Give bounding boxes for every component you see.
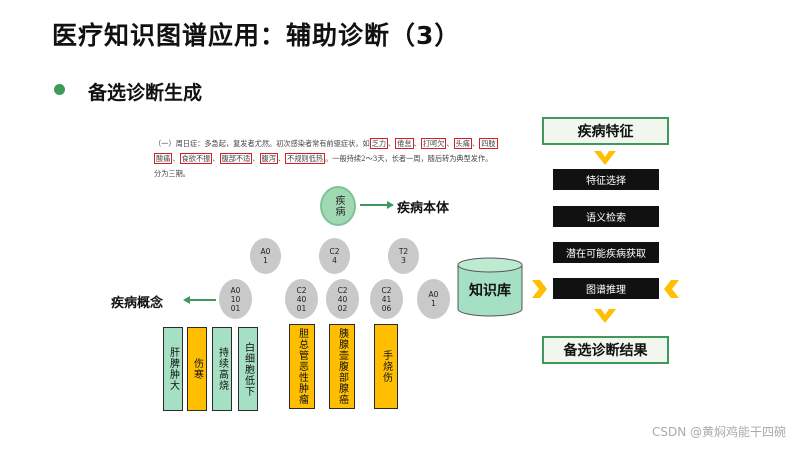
knowledge-base-label: 知识库 (469, 283, 511, 299)
highlight: 不规则低热 (285, 153, 326, 164)
result-box: 备选诊断结果 (542, 336, 669, 364)
concept-bar: 持续高烧 (212, 327, 232, 411)
step-box: 特征选择 (553, 169, 659, 190)
concept-bar: 胰腺壶腹部腺癌 (329, 324, 355, 409)
concept-arrow-head (183, 296, 190, 304)
section-subtitle: 备选诊断生成 (88, 82, 203, 104)
bullet-dot (54, 84, 65, 95)
para-line2-suffix: 。一般持续2～3天，长者一周，随后转为典型发作。 (325, 154, 493, 163)
root-arrow-head (387, 201, 394, 209)
highlight: 四肢 (479, 138, 498, 149)
graph-node: T23 (388, 238, 419, 274)
concept-label: 疾病概念 (111, 296, 164, 311)
highlight: 头痛 (453, 138, 472, 149)
page-title: 医疗知识图谱应用：辅助诊断（3） (52, 21, 461, 50)
concept-bar: 手烧伤 (374, 324, 398, 409)
feature-box: 疾病特征 (542, 117, 669, 145)
graph-node: A01 (417, 279, 450, 319)
graph-node: C24106 (370, 279, 403, 319)
step-box: 图谱推理 (553, 278, 659, 299)
para-line1-prefix: （一）周日症：多急起，复发者尤然。初次感染者常有前驱症状，如 (154, 139, 370, 148)
chevron-left-icon (664, 280, 679, 298)
highlight: 腹部不适 (219, 153, 253, 164)
chevron-down-icon (594, 151, 616, 165)
chevron-down-icon (594, 309, 616, 323)
graph-node: C24001 (285, 279, 318, 319)
step-box: 语义检索 (553, 206, 659, 227)
graph-node: C24 (319, 238, 350, 274)
highlight: 打呵欠 (420, 138, 447, 149)
knowledge-base-cylinder (457, 257, 523, 317)
chevron-right-icon (532, 280, 547, 298)
highlight: 腹泻 (259, 153, 278, 164)
highlight: 酸痛 (154, 153, 173, 164)
root-label: 疾病本体 (397, 201, 450, 216)
graph-node: C24002 (326, 279, 359, 319)
highlight: 乏力 (369, 138, 389, 149)
symptom-paragraph: （一）周日症：多急起，复发者尤然。初次感染者常有前驱症状，如乏力、倦怠、打呵欠、… (154, 138, 498, 178)
graph-node: A01 (250, 238, 281, 274)
step-box: 潜在可能疾病获取 (553, 242, 659, 263)
highlight: 食欲不振 (179, 153, 213, 164)
root-node: 疾病 (320, 186, 356, 226)
concept-bar: 胆总管恶性肿瘤 (289, 324, 315, 409)
graph-node: A01001 (219, 279, 252, 319)
para-line3: 分为三期。 (154, 169, 190, 178)
concept-bar: 伤寒 (187, 327, 207, 411)
watermark: CSDN @黄焖鸡能干四碗 (651, 425, 786, 439)
concept-bar: 肝脾肿大 (163, 327, 183, 411)
concept-bar: 白细胞低下 (238, 327, 258, 411)
highlight: 倦怠 (395, 138, 414, 149)
